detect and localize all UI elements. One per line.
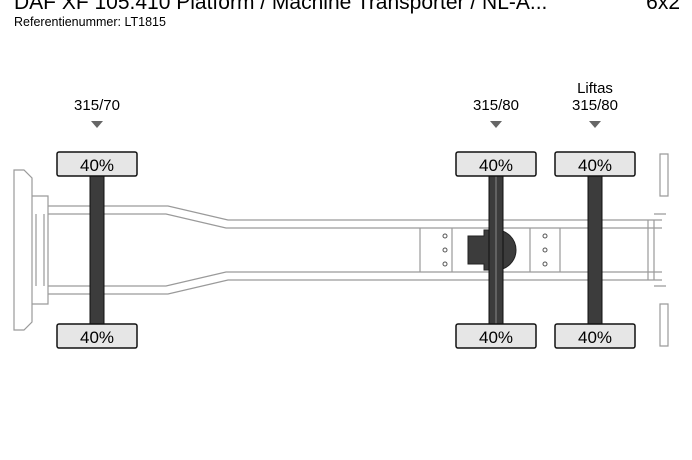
chassis-frame xyxy=(13,153,669,347)
tire-top xyxy=(56,151,138,177)
load-percentage-top: 40% xyxy=(578,156,612,175)
load-percentage-bottom: 40% xyxy=(479,328,513,347)
load-percentage-top: 40% xyxy=(80,156,114,175)
axle-tag: Liftas 315/80 40% 40% xyxy=(554,80,636,349)
load-percentage-top: 40% xyxy=(479,156,513,175)
tire-size-label: 315/70 xyxy=(74,97,120,114)
axle-marker-icon xyxy=(490,121,502,128)
axle-drive: 315/80 40% 40% xyxy=(455,97,537,349)
axle-shaft xyxy=(587,169,603,331)
lift-axle-label: Liftas xyxy=(577,80,613,97)
axle-configuration: 6x2 xyxy=(646,0,680,14)
tire-size-label: 315/80 xyxy=(572,97,618,114)
vehicle-title: DAF XF 105.410 Platform / Machine Transp… xyxy=(14,0,548,14)
tire-bottom xyxy=(554,323,636,349)
tire-bottom xyxy=(56,323,138,349)
axle-front: 315/70 40% 40% xyxy=(56,97,138,349)
frame-bolts xyxy=(442,233,548,267)
reference-number: Referentienummer: LT1815 xyxy=(14,15,166,29)
axle-marker-icon xyxy=(91,121,103,128)
load-percentage-bottom: 40% xyxy=(80,328,114,347)
tire-bottom xyxy=(455,323,537,349)
load-percentage-bottom: 40% xyxy=(578,328,612,347)
axle-marker-icon xyxy=(589,121,601,128)
tire-top xyxy=(554,151,636,177)
axle-shaft xyxy=(89,169,105,331)
tire-size-label: 315/80 xyxy=(473,97,519,114)
tire-top xyxy=(455,151,537,177)
